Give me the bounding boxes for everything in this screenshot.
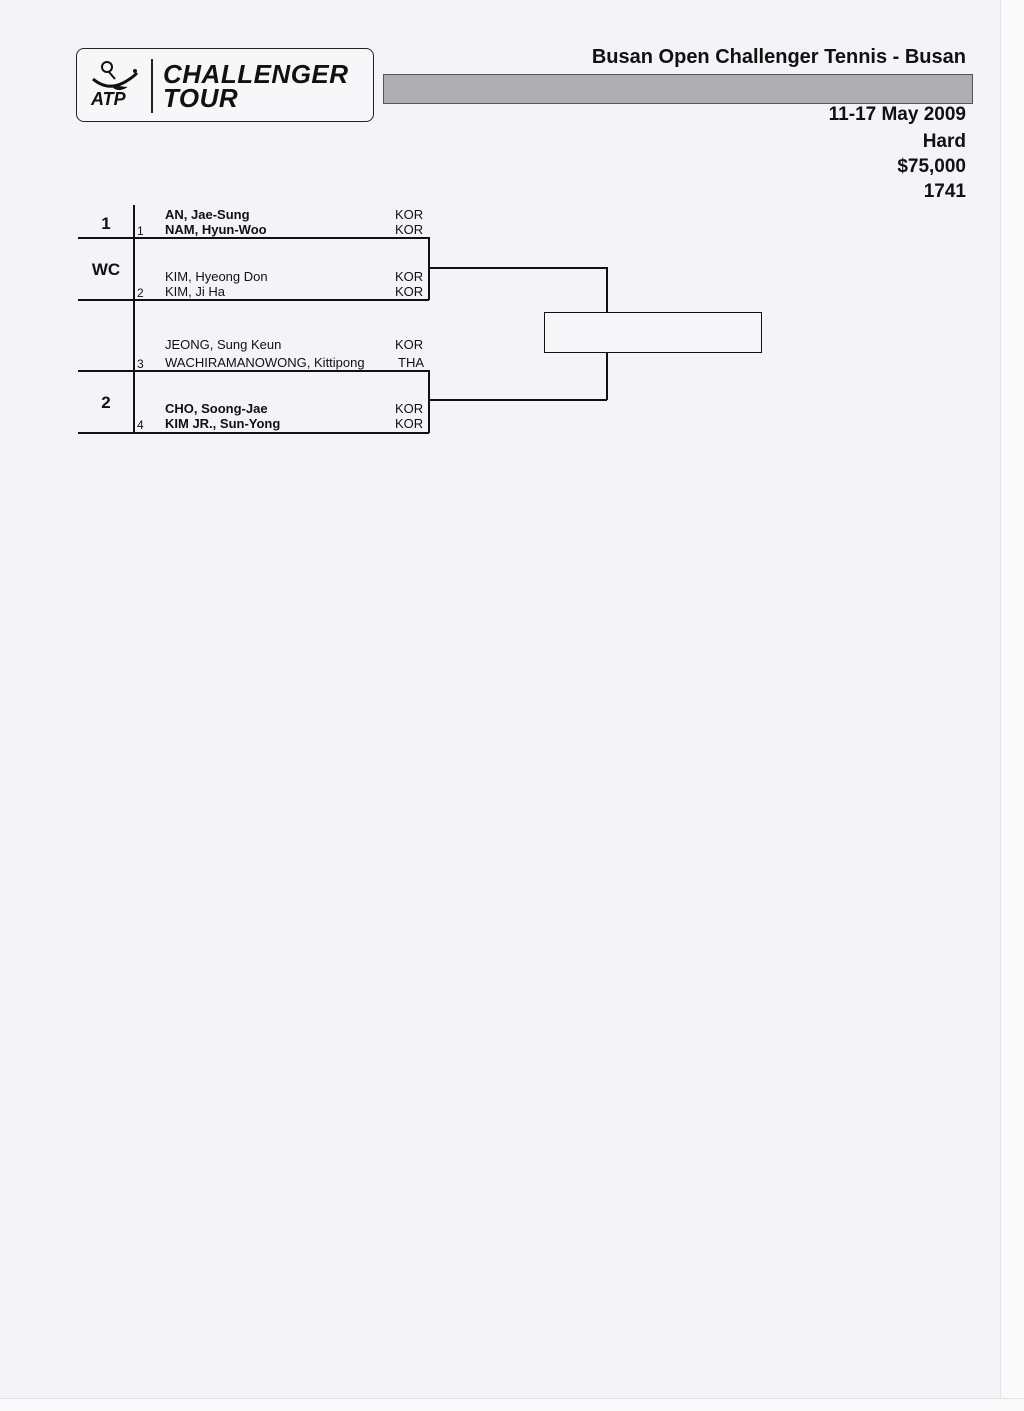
title-bar [383, 74, 973, 104]
logo-challenger: CHALLENGER [163, 59, 349, 89]
tournament-id: 1741 [923, 181, 966, 202]
player-nationality: KOR [395, 337, 424, 352]
seed-label: WC [91, 260, 121, 279]
tournament-surface: Hard [922, 131, 966, 152]
draw-line [78, 432, 429, 434]
player-nationality: THA [398, 355, 424, 370]
bracket-line [428, 267, 607, 269]
player-nationality: KOR [395, 207, 424, 222]
tennis-player-icon [92, 61, 139, 91]
draw-position: 3 [137, 357, 144, 371]
logo-divider [151, 59, 153, 113]
draw-position: 2 [137, 286, 144, 300]
draw-position: 1 [137, 224, 144, 238]
tournament-dates: 11-17 May 2009 [828, 104, 966, 125]
seed-label: 2 [101, 393, 111, 412]
draw-line [78, 370, 429, 372]
draw-position: 4 [137, 418, 144, 432]
player-name: NAM, Hyun-Woo [165, 222, 267, 237]
bracket-line [606, 351, 608, 400]
tournament-title: Busan Open Challenger Tennis - Busan [591, 46, 966, 68]
challenger-tour-logo: ATP CHALLENGER TOUR [76, 48, 374, 122]
winner-box [544, 312, 762, 353]
player-name: KIM JR., Sun-Yong [165, 416, 281, 431]
draw-line [78, 299, 429, 301]
player-name: JEONG, Sung Keun [165, 337, 282, 352]
player-nationality: KOR [395, 269, 424, 284]
draw-line [78, 237, 429, 239]
player-name: KIM, Hyeong Don [165, 269, 268, 284]
bracket-line [428, 399, 607, 401]
draw-line [133, 205, 135, 433]
player-nationality: KOR [395, 401, 424, 416]
player-name: AN, Jae-Sung [165, 207, 250, 222]
seed-label: 1 [101, 214, 111, 233]
page-edge [1000, 0, 1024, 1410]
logo-tour: TOUR [163, 83, 239, 113]
player-name: WACHIRAMANOWONG, Kittipong [165, 355, 365, 370]
player-nationality: KOR [395, 222, 424, 237]
page-edge [0, 1398, 1024, 1411]
player-name: CHO, Soong-Jae [165, 401, 268, 416]
player-name: KIM, Ji Ha [165, 284, 225, 299]
tournament-prize-money: $75,000 [897, 156, 966, 177]
player-nationality: KOR [395, 284, 424, 299]
bracket-line [606, 267, 608, 313]
bracket-line [428, 370, 430, 433]
bracket-line [428, 237, 430, 300]
atp-logo-text: ATP [91, 89, 126, 109]
player-nationality: KOR [395, 416, 424, 431]
